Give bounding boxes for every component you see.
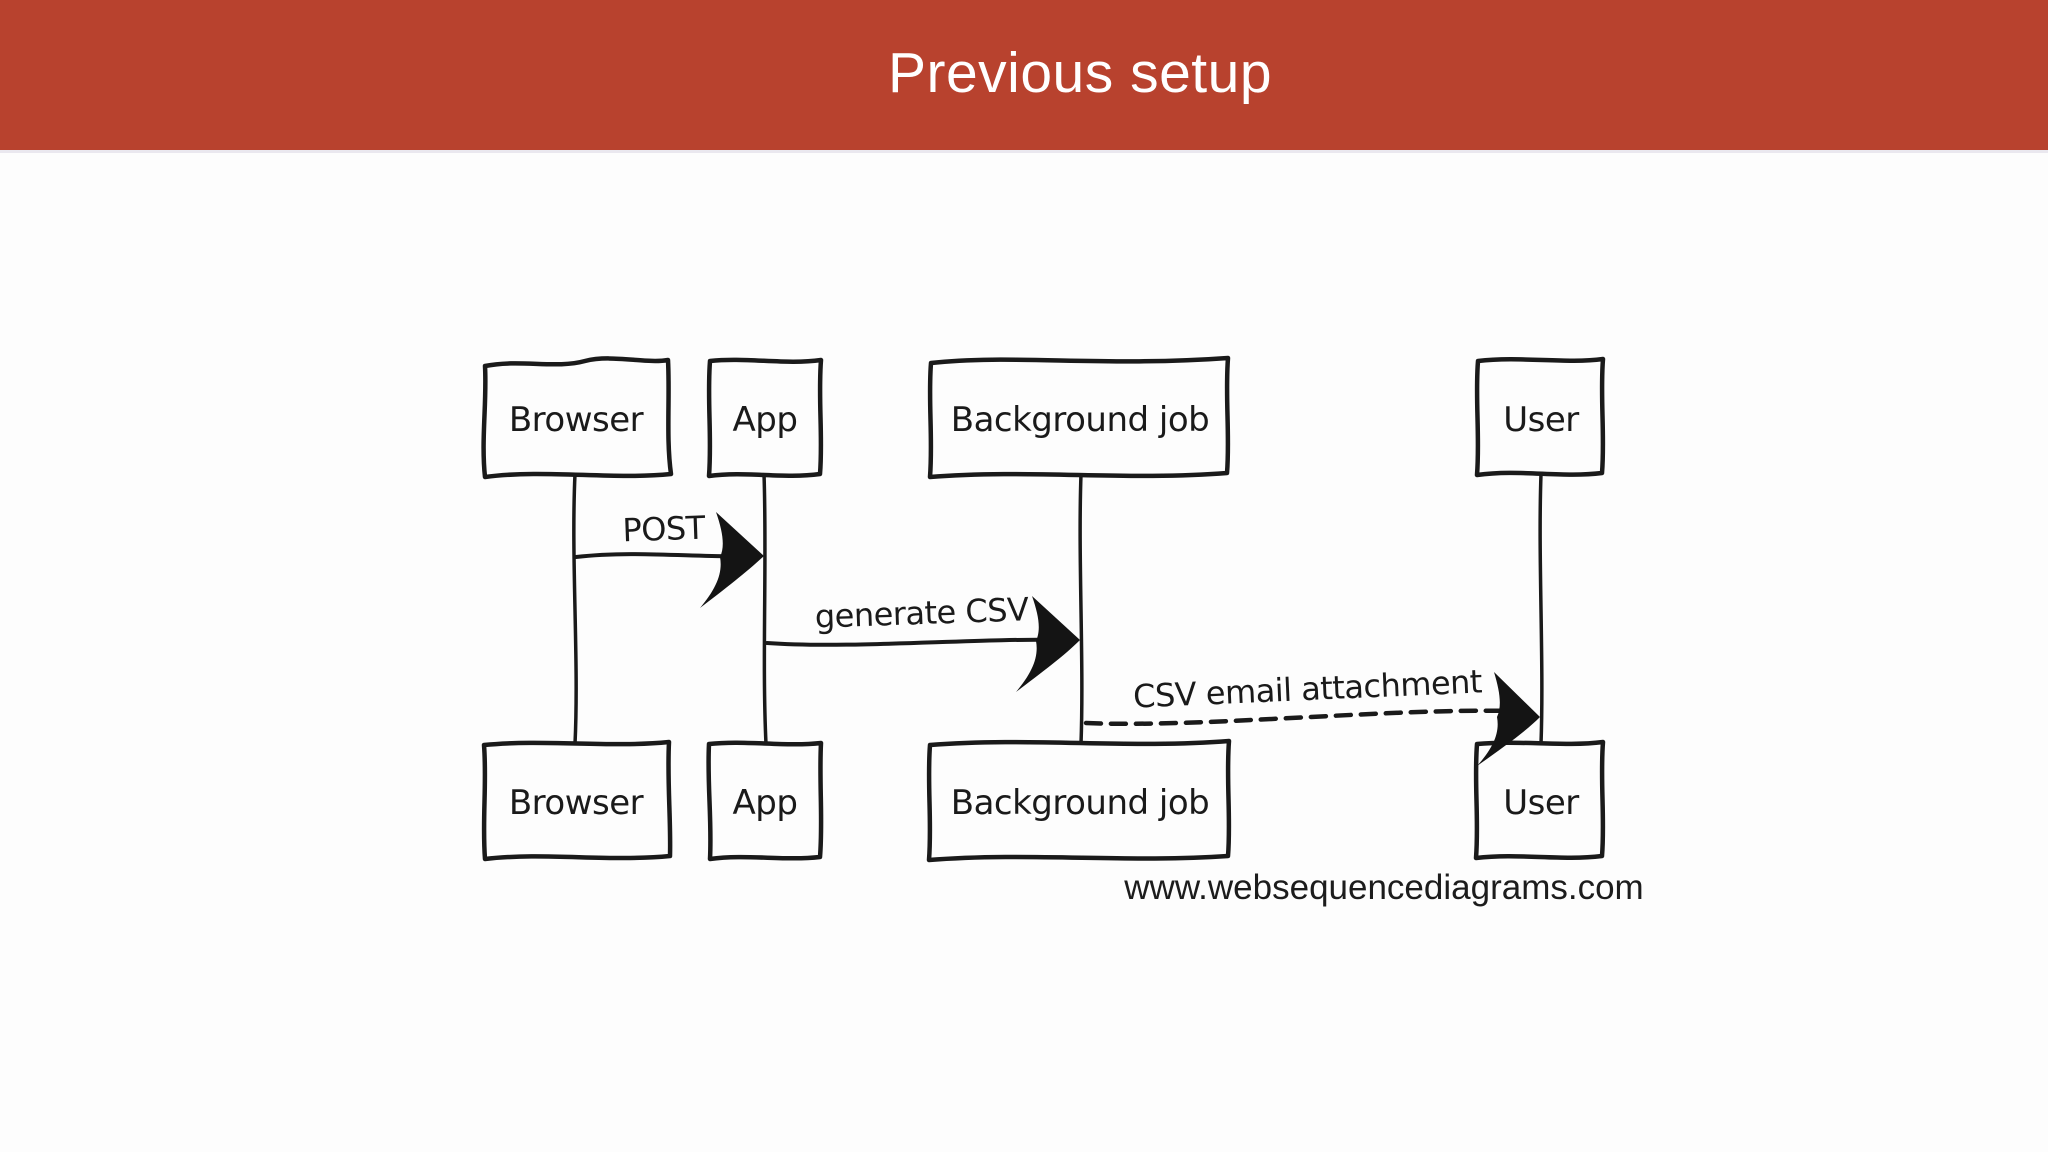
actor-label-background-job-top: Background job [951, 400, 1209, 440]
message-generate-csv-arrowhead-icon [1016, 596, 1080, 692]
actor-box-app-top [706, 357, 824, 479]
actor-box-background-job-top [927, 355, 1231, 480]
message-generate-csv: generate CSV [765, 590, 1080, 692]
actor-boxes-bottom [481, 738, 1606, 863]
actor-label-app-bottom: App [733, 783, 798, 823]
message-generate-csv-label: generate CSV [814, 590, 1029, 635]
actor-label-app-top: App [733, 400, 798, 440]
actor-box-browser-bottom [481, 739, 673, 862]
message-csv-email-attachment-line [1083, 708, 1515, 727]
lifeline-user [1538, 472, 1544, 746]
slide-title: Previous setup [887, 41, 1273, 105]
watermark: www.websequencediagrams.com [1123, 868, 1643, 907]
actor-label-background-job-bottom: Background job [951, 783, 1209, 823]
lifeline-browser [572, 472, 578, 746]
actor-box-user-bottom [1473, 739, 1606, 861]
lifeline-app [762, 472, 768, 746]
actor-label-browser-top: Browser [509, 400, 644, 440]
actor-box-browser-top [481, 356, 674, 480]
message-csv-email-attachment-arrowhead-icon [1477, 672, 1540, 766]
actor-box-app-bottom [706, 740, 824, 862]
actor-boxes-top [481, 355, 1606, 480]
actor-label-browser-bottom: Browser [509, 783, 644, 823]
actor-box-background-job-bottom [926, 738, 1232, 863]
message-post-label: POST [622, 509, 707, 550]
slide-header-band [0, 0, 2048, 153]
message-generate-csv-line [765, 637, 1064, 647]
lifelines [572, 472, 1544, 746]
actor-label-user-bottom: User [1503, 783, 1579, 823]
lifeline-background-job [1078, 472, 1084, 746]
actor-box-user-top [1474, 356, 1606, 478]
message-csv-email-attachment-label: CSV email attachment [1132, 662, 1482, 715]
message-post: POST [574, 509, 764, 608]
message-post-arrowhead-icon [700, 512, 764, 608]
actor-label-user-top: User [1503, 400, 1579, 440]
